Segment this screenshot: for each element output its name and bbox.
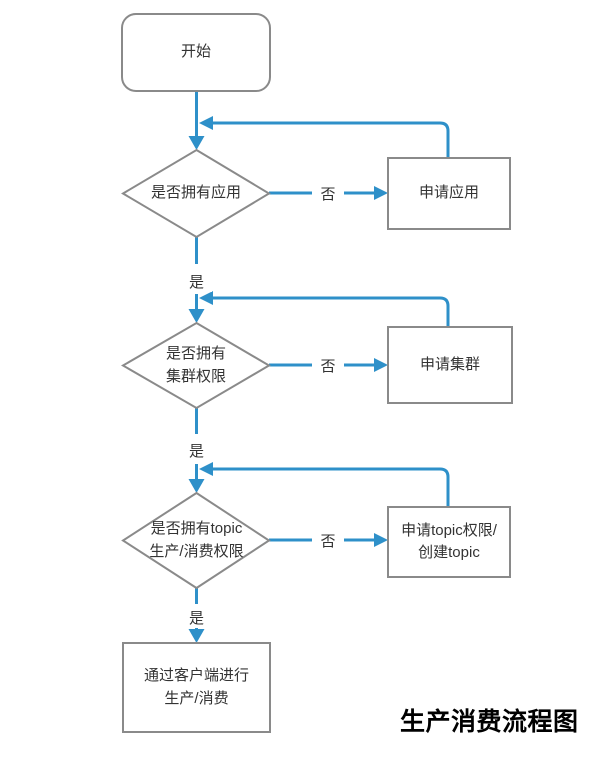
edge-line	[213, 121, 450, 158]
apply-cluster-node	[387, 326, 513, 404]
edge-decision-app-yes	[188, 237, 205, 323]
arrow-down-icon	[188, 136, 205, 150]
arrow-left-icon	[199, 116, 213, 130]
arrow-down-icon	[188, 629, 205, 643]
diagram-title: 生产消费流程图	[400, 708, 579, 736]
edge-line	[213, 296, 450, 327]
arrow-down-icon	[188, 479, 205, 493]
arrow-down-icon	[188, 309, 205, 323]
edge-decision-app-no	[269, 186, 388, 200]
edge-start-to-decision-app	[188, 90, 205, 150]
decision-cluster-diamond	[121, 321, 271, 410]
edge-apply-topic-feedback	[199, 462, 450, 507]
edge-decision-cluster-yes	[188, 408, 205, 493]
edge-decision-topic-no	[269, 533, 388, 547]
start-node	[121, 13, 271, 92]
arrow-left-icon	[199, 291, 213, 305]
apply-app-node	[387, 157, 511, 230]
edge-decision-cluster-no	[269, 358, 388, 372]
decision-topic-diamond	[121, 491, 271, 590]
decision-app-diamond	[121, 148, 271, 239]
apply-topic-node	[387, 506, 511, 578]
edge-decision-topic-yes	[188, 588, 205, 643]
arrow-right-icon	[374, 533, 388, 547]
arrow-left-icon	[199, 462, 213, 476]
arrow-right-icon	[374, 186, 388, 200]
client-node	[122, 642, 271, 733]
edge-apply-cluster-feedback	[199, 291, 450, 327]
edge-line	[213, 467, 450, 507]
edge-apply-app-feedback	[199, 116, 450, 158]
arrow-right-icon	[374, 358, 388, 372]
